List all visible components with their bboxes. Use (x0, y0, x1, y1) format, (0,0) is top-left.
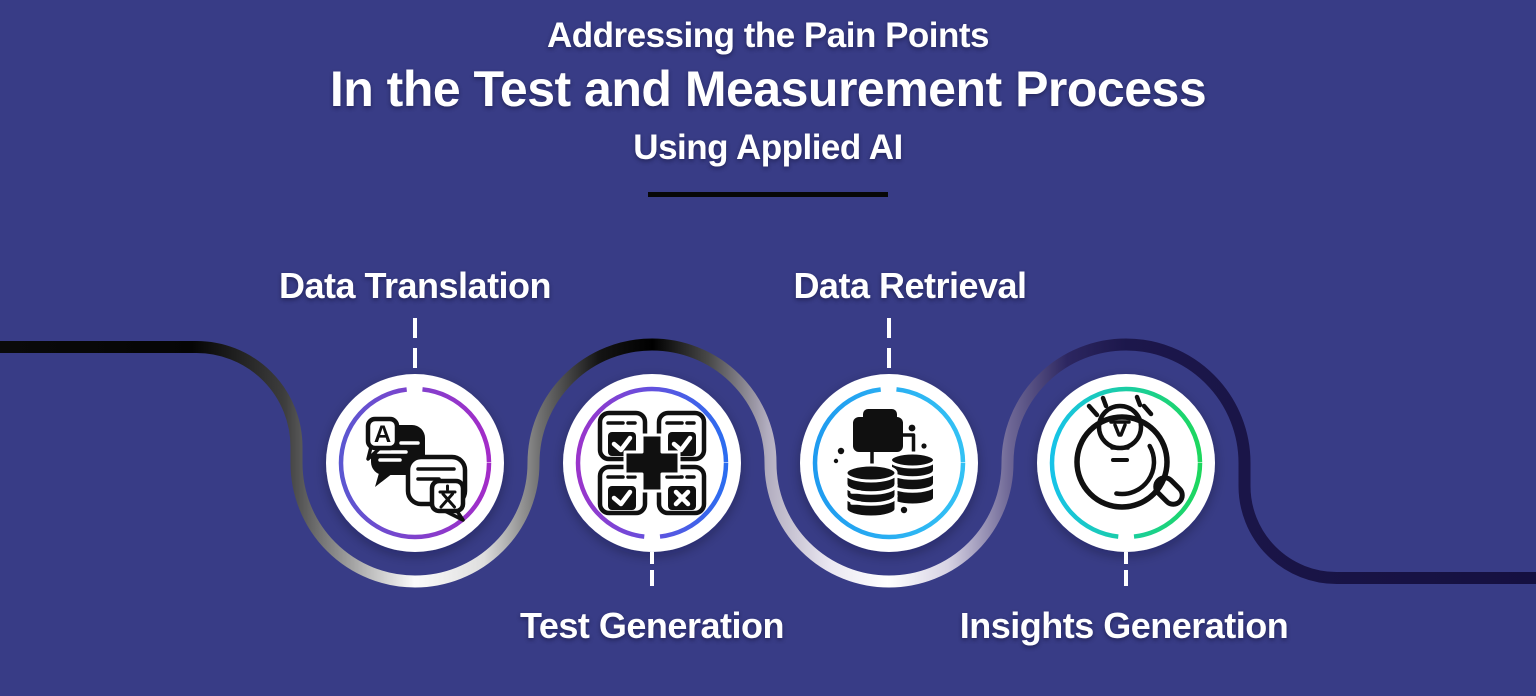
svg-text:A: A (374, 421, 391, 448)
data-retrieval-icon (833, 409, 937, 519)
step-ring-3 (812, 386, 966, 540)
step-label-insights-generation: Insights Generation (959, 605, 1289, 646)
title-line-2: In the Test and Measurement Process (329, 61, 1207, 117)
title-underline (648, 192, 888, 197)
step-ring-4 (1049, 386, 1203, 540)
test-generation-icon (597, 410, 707, 516)
step-label-test-generation: Test Generation (520, 605, 784, 646)
flow-ribbon (0, 338, 1536, 588)
title-line-3: Using Applied AI (633, 128, 903, 167)
step-ring-1 (338, 386, 492, 540)
step-ring-2 (575, 386, 729, 540)
insights-icon (1074, 394, 1185, 510)
translation-icon: A (365, 416, 468, 522)
connectors (413, 318, 1128, 586)
step-label-data-translation: Data Translation (278, 265, 552, 306)
step-label-data-retrieval: Data Retrieval (793, 265, 1027, 306)
title-line-1: Addressing the Pain Points (546, 16, 990, 55)
step-circle-4 (1037, 374, 1215, 552)
